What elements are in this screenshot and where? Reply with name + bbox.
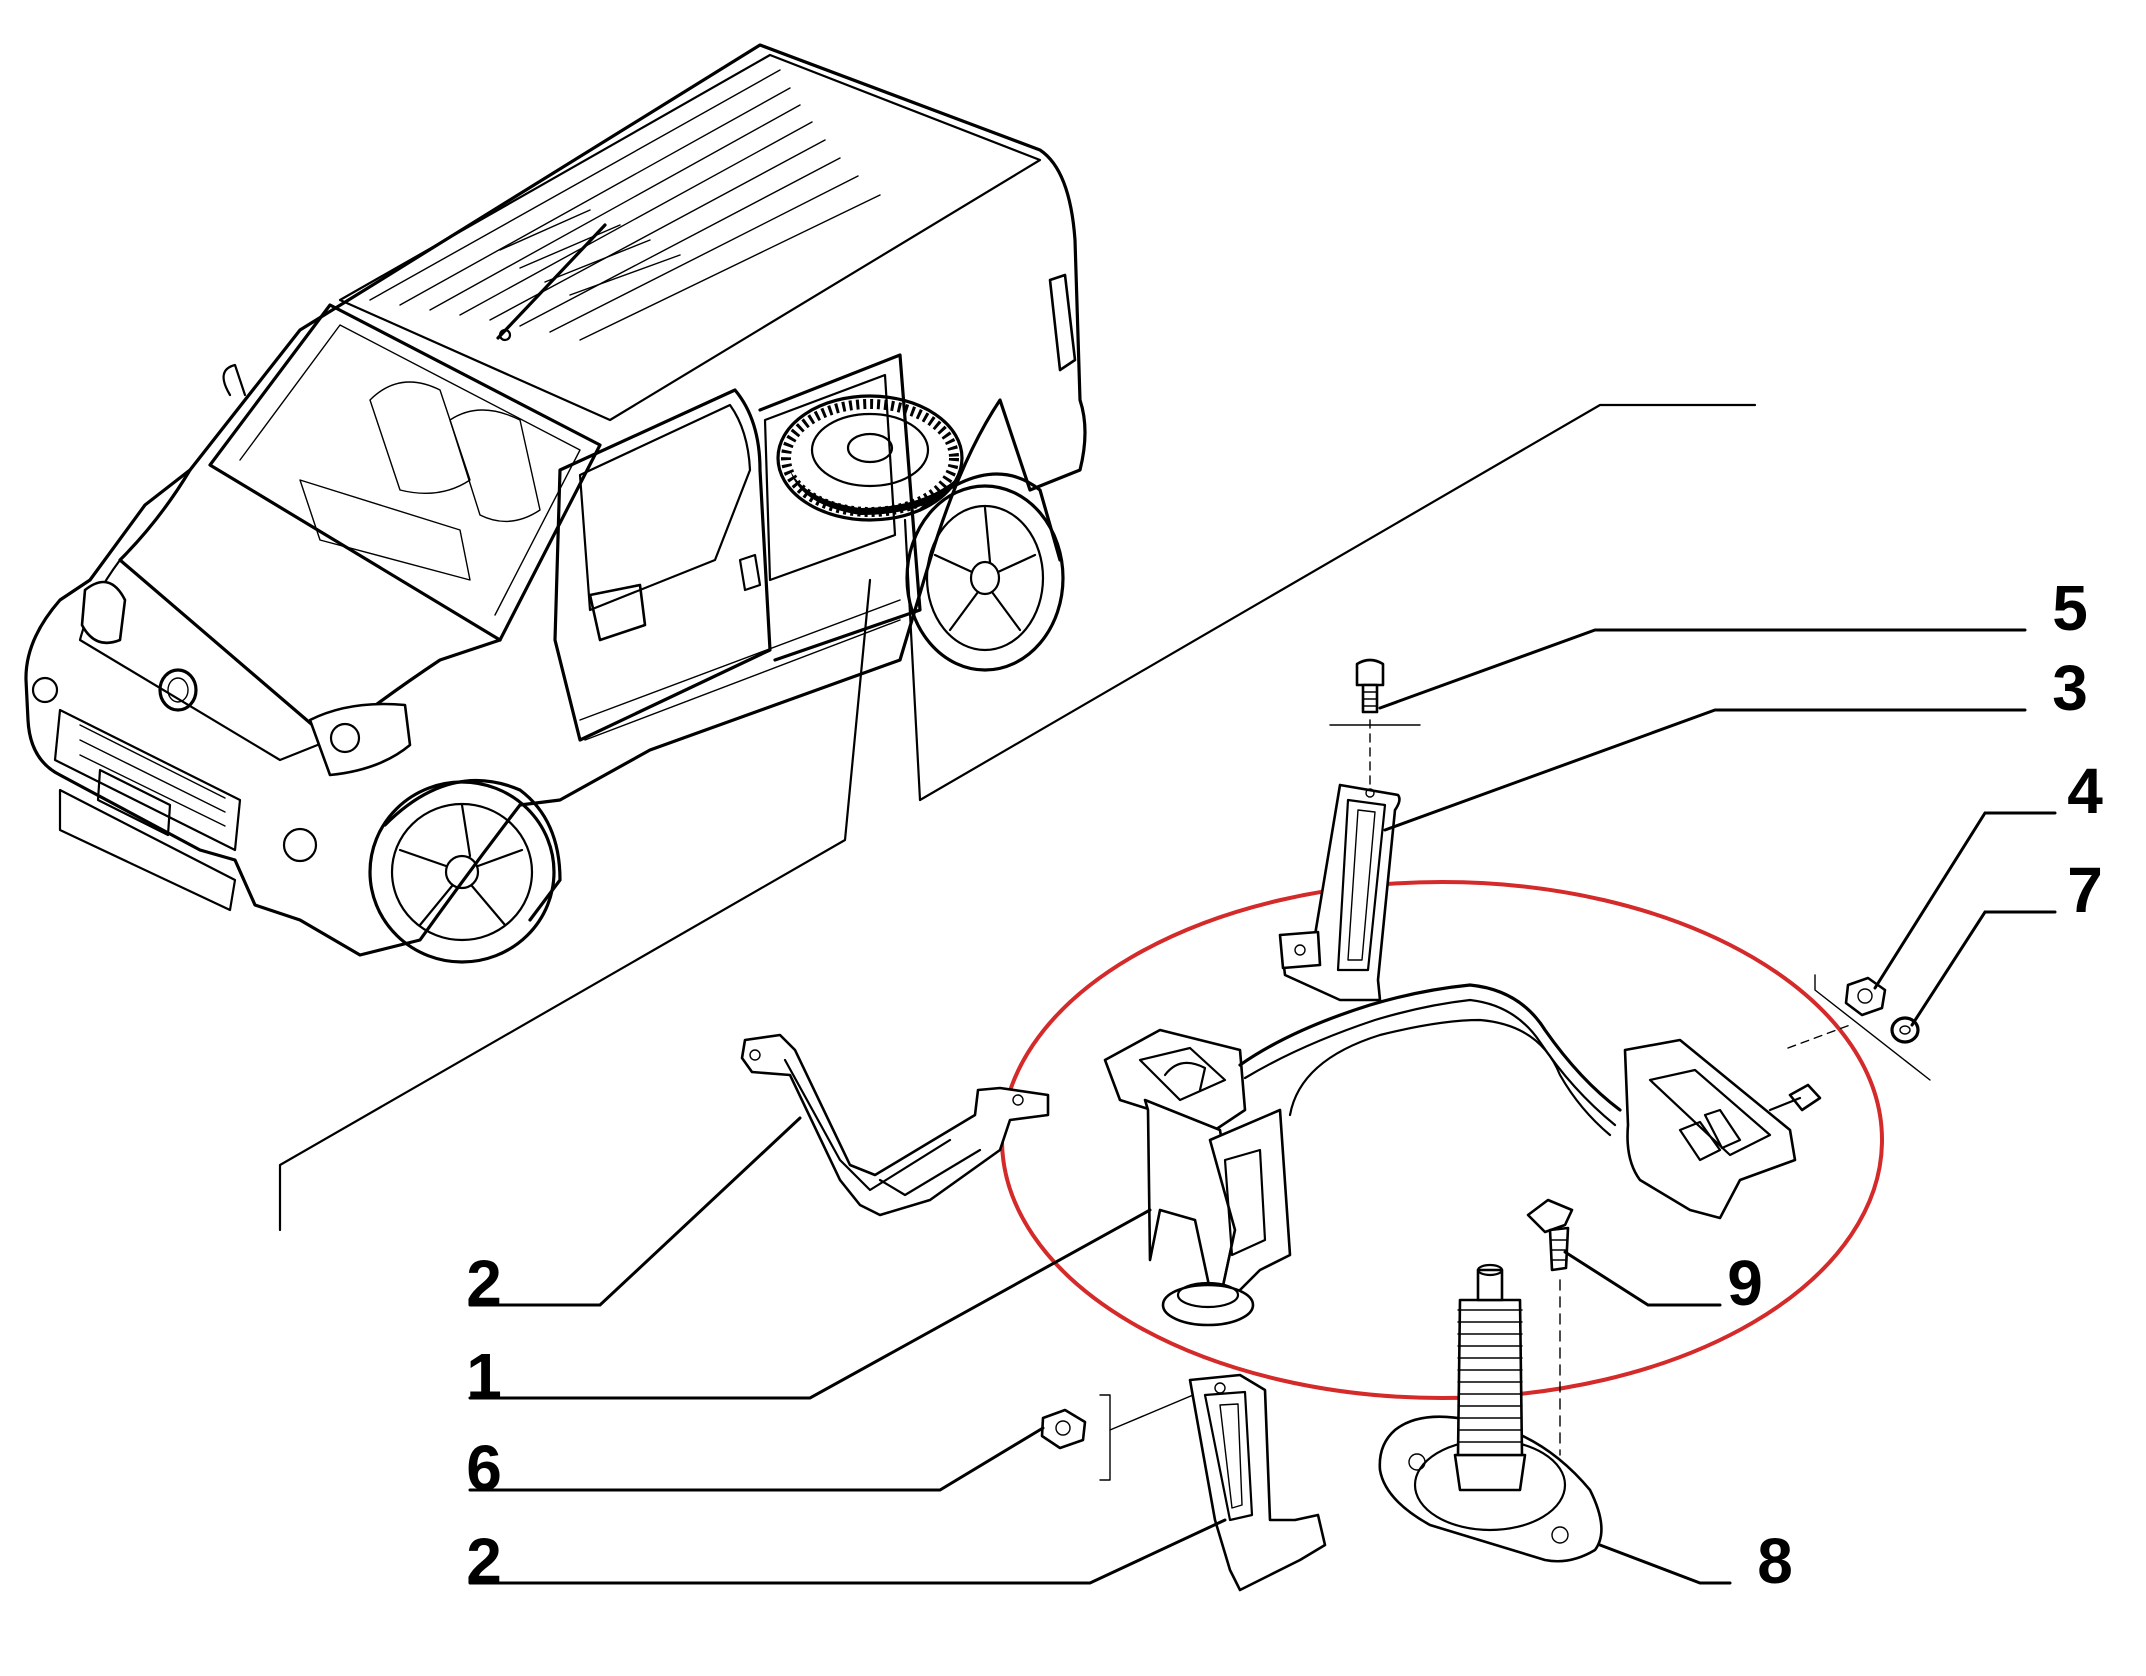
- perspective-guides: [278, 403, 1757, 1232]
- callout-5: 5: [2052, 572, 2088, 644]
- axis-dash-4: [1787, 1024, 1851, 1049]
- bolt-part-9: [1526, 1198, 1574, 1456]
- bracket-part-3: [1278, 783, 1401, 1002]
- callout-2-lower: 2: [466, 1525, 502, 1597]
- post-part-8: [1378, 1263, 1603, 1563]
- callout-6: 6: [466, 1432, 502, 1504]
- callout-3: 3: [2052, 652, 2088, 724]
- bolt-part-5: [1329, 658, 1421, 791]
- callout-4: 4: [2067, 755, 2103, 827]
- van-illustration-icon: [24, 43, 1087, 964]
- axis-bracket-6: [1099, 1394, 1111, 1481]
- bracket-part-2-lower: [1188, 1373, 1327, 1592]
- callout-7: 7: [2067, 854, 2103, 926]
- callout-9: 9: [1727, 1247, 1763, 1319]
- brand-emblem-icon: [158, 668, 198, 712]
- leader-lines: [468, 628, 2057, 1585]
- callout-labels: 5 3 4 7 2 9 1 6 2 8: [466, 572, 2103, 1597]
- bracket-part-2-upper: [740, 1033, 1050, 1217]
- nut-part-6: [1040, 1408, 1087, 1450]
- spare-wheel-icon: [776, 394, 964, 522]
- carrier-part-1: [1103, 983, 1822, 1327]
- callout-2-upper: 2: [466, 1247, 502, 1319]
- callout-8: 8: [1757, 1525, 1793, 1597]
- washer-part-7: [1890, 1016, 1920, 1044]
- axis-line-4-7: [1814, 974, 1931, 1081]
- axis-line-6: [1109, 1389, 1206, 1431]
- callout-1: 1: [466, 1340, 502, 1412]
